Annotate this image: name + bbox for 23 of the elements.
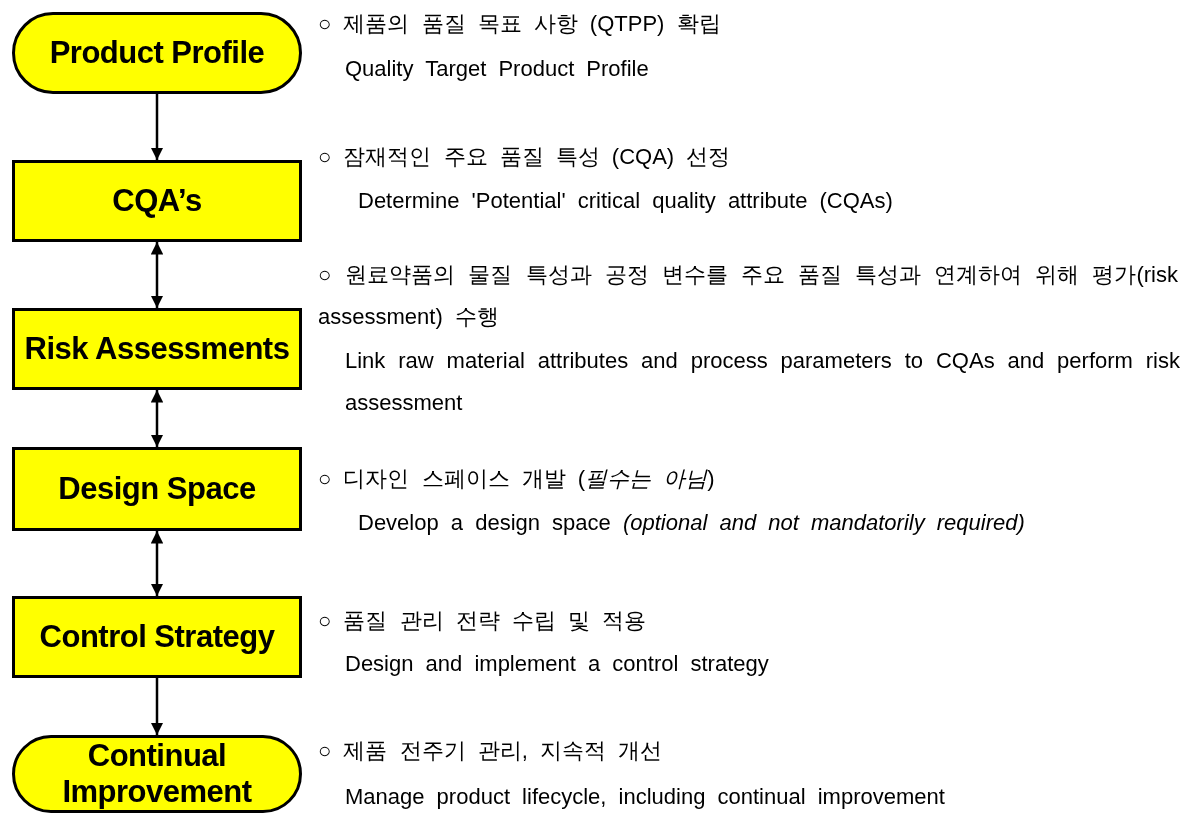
arrow <box>150 678 164 735</box>
terminal-pill: Continual Improvement <box>12 735 302 813</box>
description-text: Manage product lifecycle, including continual improvement <box>345 783 946 811</box>
arrow <box>150 531 164 596</box>
description-text: ○ 잠재적인 주요 품질 특성 (CQA) 선정 <box>318 143 732 171</box>
process-box: CQA’s <box>12 160 302 242</box>
description-text: Design and implement a control strategy <box>345 650 770 678</box>
description-text: ○ 제품의 품질 목표 사항 (QTPP) 확립 <box>318 10 722 38</box>
description-text: ○ 품질 관리 전략 수립 및 적용 <box>318 607 647 635</box>
description-text: ○ 원료약품의 물질 특성과 공정 변수를 주요 품질 특성과 연계하여 위해 평가(risk assessment) 수행 <box>318 261 1178 331</box>
terminal-pill: Product Profile <box>12 12 302 94</box>
process-box: Control Strategy <box>12 596 302 678</box>
description-text: Link raw material attributes and process parameters to CQAs and perform risk assessment <box>345 347 1180 417</box>
arrow <box>150 242 164 308</box>
description-text: ○ 제품 전주기 관리, 지속적 개선 <box>318 737 663 765</box>
process-box: Risk Assessments <box>12 308 302 390</box>
description-text: Determine 'Potential' critical quality attribute (CQAs) <box>358 187 894 215</box>
arrow <box>150 390 164 447</box>
process-box: Design Space <box>12 447 302 531</box>
description-text: Develop a design space (optional and not mandatorily required) <box>358 509 1026 537</box>
description-text: Quality Target Product Profile <box>345 55 650 83</box>
arrow <box>150 94 164 160</box>
description-text: ○ 디자인 스페이스 개발 (필수는 아님) <box>318 465 716 493</box>
